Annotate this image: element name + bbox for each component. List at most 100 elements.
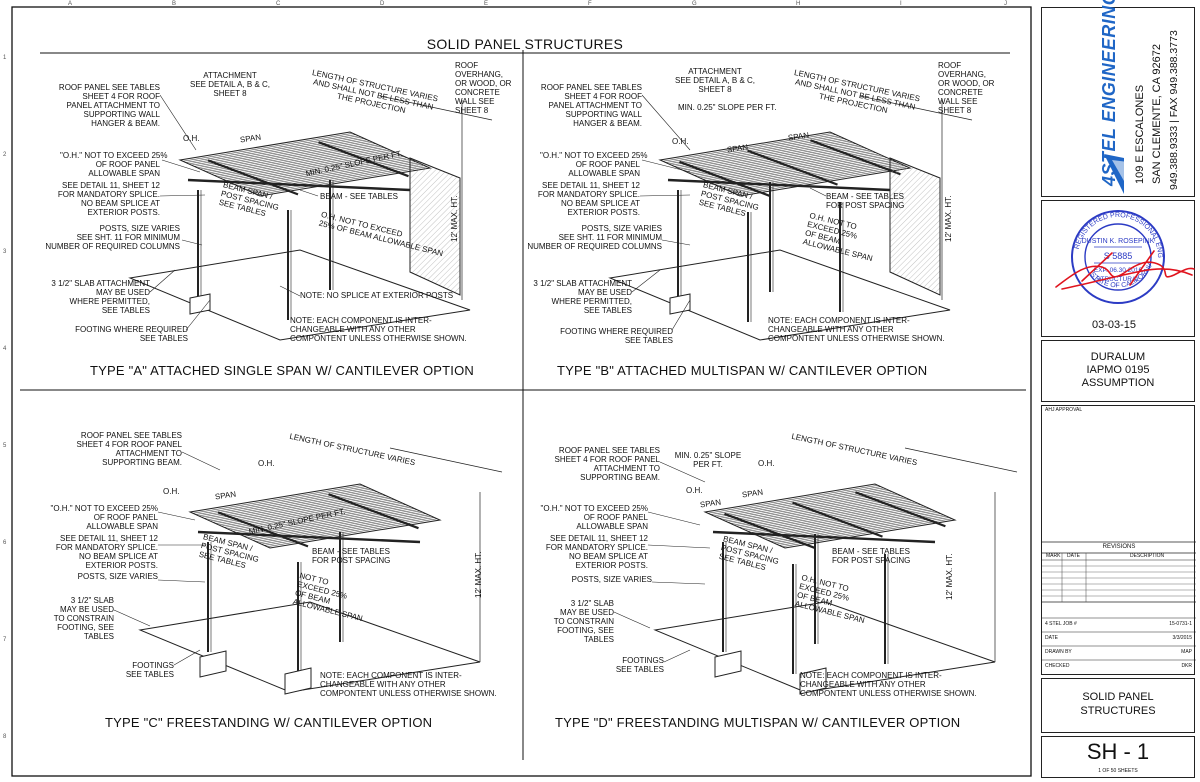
roof-rib	[208, 144, 379, 174]
grid-letter: G	[692, 1, 697, 7]
grid-number: 8	[3, 734, 7, 740]
note-slab: 3 1/2" SLAB MAY BE USED TO CONSTRAIN FOO…	[553, 599, 614, 644]
grid-number: 6	[3, 540, 7, 546]
date-value: 3/3/2015	[1172, 635, 1192, 641]
leader-line	[149, 269, 176, 293]
roof-rib	[214, 147, 385, 176]
roof-rib	[212, 494, 383, 523]
note-footing: FOOTING WHERE REQUIRED SEE TABLES	[560, 327, 673, 345]
note-slab: 3 1/2" SLAB MAY BE USED TO CONSTRAIN FOO…	[53, 596, 114, 641]
label-beam: BEAM - SEE TABLES	[320, 192, 398, 201]
roof-rib	[707, 485, 878, 514]
roof-rib	[665, 134, 836, 163]
leader-line	[639, 194, 691, 197]
label-height: 12' MAX. HT.	[944, 195, 953, 242]
leader-line	[299, 189, 319, 197]
length-dimension	[904, 447, 1018, 473]
note-attachment: ATTACHMENT SEE DETAIL A, B & C, SHEET 8	[189, 71, 271, 98]
label-height: 12' MAX. HT.	[945, 553, 954, 600]
grid-letter: F	[588, 1, 592, 7]
label-oh: O.H.	[183, 134, 200, 143]
roof-rib	[211, 145, 382, 175]
note-posts: POSTS, SIZE VARIES	[77, 572, 158, 581]
front-beam	[187, 178, 411, 192]
note-oh: "O.H." NOT TO EXCEED 25% OF ROOF PANEL A…	[540, 504, 649, 531]
label-beam: BEAM - SEE TABLES FOR POST SPACING	[312, 547, 391, 565]
wall	[409, 157, 461, 296]
grid-letter: E	[484, 1, 489, 7]
company-address-2: SAN CLEMENTE, CA 92672	[1151, 43, 1163, 184]
length-dimension	[379, 95, 493, 121]
leader-line	[157, 579, 206, 583]
roof-rib	[776, 515, 947, 545]
note-oh: "O.H." NOT TO EXCEED 25% OF ROOF PANEL A…	[540, 151, 648, 178]
leader-line	[647, 511, 701, 526]
note-roof-panel: ROOF PANEL SEE TABLES SHEET 4 FOR ROOF P…	[540, 83, 642, 128]
sheet-name: SOLID PANEL STRUCTURES	[1080, 691, 1156, 717]
note-splice: SEE DETAIL 11, SHEET 12 FOR MANDATORY SP…	[57, 181, 160, 217]
caption-type-a: TYPE "A" ATTACHED SINGLE SPAN W/ CANTILE…	[90, 363, 475, 378]
grid-number: 4	[3, 346, 7, 352]
roof-rib	[727, 494, 898, 523]
leader-line	[641, 159, 691, 173]
roof-rib	[205, 143, 376, 172]
leader-line	[157, 511, 196, 521]
roof-rib	[238, 505, 409, 535]
note-roof-overhang: ROOF OVERHANG, OR WOOD, OR CONCRETE WALL…	[455, 61, 512, 115]
note-footing: FOOTINGS SEE TABLES	[125, 661, 174, 679]
roof-rib	[739, 499, 910, 528]
label-beam: BEAM - SEE TABLES FOR POST SPACING	[832, 547, 911, 565]
note-component: NOTE: EACH COMPONENT IS INTER- CHANGEABL…	[320, 671, 497, 698]
rev-header-description: DESCRIPTION	[1130, 553, 1165, 559]
grid-number: 2	[3, 152, 7, 158]
leader-line	[809, 187, 827, 197]
roof-rib	[221, 497, 392, 527]
beam	[318, 141, 409, 178]
label-height: 12' MAX. HT.	[450, 195, 459, 242]
note-splice: SEE DETAIL 11, SHEET 12 FOR MANDATORY SP…	[537, 181, 640, 217]
checked-label: CHECKED	[1045, 663, 1070, 669]
grid-number: 3	[3, 249, 7, 255]
roof-rib	[204, 490, 375, 519]
leader-line	[161, 159, 201, 173]
roof-rib	[218, 496, 389, 526]
roof-rib	[244, 508, 415, 537]
leader-line	[279, 285, 301, 297]
roof-rib	[710, 486, 881, 515]
roof-rib	[730, 495, 901, 524]
ground-slab	[608, 249, 951, 341]
checked-value: DKR	[1181, 663, 1192, 669]
roof-rib	[191, 136, 362, 166]
beam	[207, 159, 299, 196]
note-footing: FOOTING WHERE REQUIRED SEE TABLES	[75, 325, 188, 343]
roof-rib	[728, 162, 899, 192]
leader-line	[113, 609, 151, 627]
roof-rib	[195, 486, 366, 515]
label-oh-1: O.H.	[258, 459, 275, 468]
sheet-count: 1 OF 50 SHEETS	[1098, 768, 1138, 774]
label-oh-2: O.H.	[686, 486, 703, 495]
roof-rib	[228, 153, 399, 183]
note-posts: POSTS, SIZE VARIES SEE SHT. 11 FOR MINIM…	[45, 224, 180, 251]
svg-text:REGISTERED PROFESSIONAL ENGINE: REGISTERED PROFESSIONAL ENGINEER	[1042, 201, 1163, 258]
note-slab: 3 1/2" SLAB ATTACHMENT MAY BE USED WHERE…	[51, 279, 150, 315]
svg-text:STRUCTURAL: STRUCTURAL	[1096, 276, 1140, 283]
grid-number: 7	[3, 637, 7, 643]
grid-number: 5	[3, 443, 7, 449]
roof-rib	[232, 503, 403, 532]
roof-rib	[235, 504, 406, 533]
company-logo: 4STEL ENGINEERING	[1099, 0, 1119, 186]
roof-rib	[188, 135, 359, 165]
beam	[747, 149, 838, 186]
leader-line	[651, 581, 706, 585]
structure-type-b	[608, 94, 973, 341]
grid-letter: J	[1004, 1, 1007, 7]
label-beam: BEAM - SEE TABLES FOR POST SPACING	[826, 192, 905, 210]
footing	[189, 293, 211, 315]
footing	[199, 650, 227, 678]
leader-line	[647, 544, 711, 549]
grid-letter: A	[68, 1, 73, 7]
note-posts: POSTS, SIZE VARIES SEE SHT. 11 FOR MINIM…	[527, 224, 662, 251]
seal-date: 03-03-15	[1092, 319, 1137, 331]
